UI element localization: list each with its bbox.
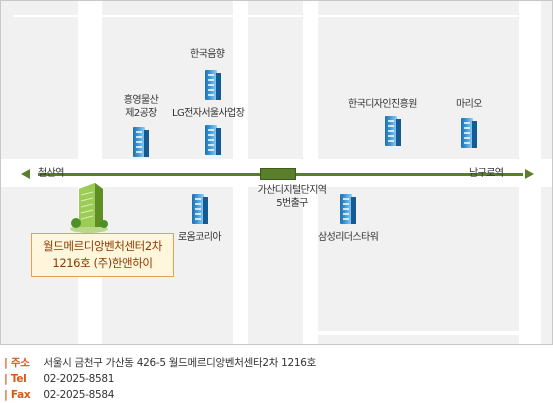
target-line1: 월드메르디앙벤처센터2차	[43, 239, 162, 253]
label-lg: LG전자서울사업장	[172, 108, 245, 119]
road-bottom-right	[318, 331, 528, 335]
station-center-label: 가산디지털단지역 5번출구	[251, 184, 333, 210]
target-building-icon	[69, 181, 109, 233]
fax-label: | Fax	[4, 389, 31, 401]
station-marker	[260, 168, 296, 180]
address-row: | 주소 서울시 금천구 가산동 426-5 월드메르디앙벤처센타2차 1216…	[4, 355, 316, 371]
target-location-box: 월드메르디앙벤처센터2차 1216호 (주)한앤하이	[31, 233, 174, 277]
building-icon	[385, 116, 401, 146]
tel-row: | Tel 02-2025-8581	[4, 371, 316, 387]
station-left-label: 철산역	[38, 168, 64, 179]
station-center-line1: 가산디지털단지역	[257, 185, 327, 196]
contact-info: | 주소 서울시 금천구 가산동 426-5 월드메르디앙벤처센타2차 1216…	[4, 355, 316, 403]
label-hongyoung-line1: 흥영물산	[123, 95, 159, 106]
label-hongyoung: 흥영물산 제2공장	[117, 94, 165, 120]
road-vertical-2	[233, 1, 248, 344]
building-icon	[192, 194, 208, 224]
location-map: 철산역 남구로역 가산디지털단지역 5번출구 흥영물산 제2공장 한국음향 LG…	[0, 0, 553, 345]
road-top	[13, 15, 541, 17]
tel-value: 02-2025-8581	[43, 373, 115, 385]
address-label: | 주소	[4, 357, 30, 369]
label-hankook-eumhyang: 한국음향	[190, 49, 225, 60]
building-icon	[461, 118, 477, 148]
address-value: 서울시 금천구 가산동 426-5 월드메르디앙벤처센타2차 1216호	[43, 357, 317, 369]
station-right-label: 남구로역	[469, 168, 504, 179]
label-samsung: 삼성리더스타워	[318, 232, 379, 243]
station-center-line2: 5번출구	[276, 198, 308, 209]
road-vertical-3	[303, 1, 318, 344]
road-vertical-1	[78, 1, 102, 344]
fax-row: | Fax 02-2025-8584	[4, 387, 316, 403]
label-hankook-design: 한국디자인진흥원	[348, 99, 417, 110]
building-icon	[205, 70, 221, 100]
tel-label: | Tel	[4, 373, 27, 385]
label-hongyoung-line2: 제2공장	[125, 108, 157, 119]
label-roem: 로옴코리아	[178, 232, 222, 243]
label-mario: 마리오	[456, 99, 482, 110]
fax-value: 02-2025-8584	[43, 389, 115, 401]
arrow-left-icon	[21, 169, 30, 179]
target-line2: 1216호 (주)한앤하이	[52, 256, 153, 270]
building-icon	[205, 125, 221, 155]
arrow-right-icon	[525, 169, 534, 179]
building-icon	[340, 194, 356, 224]
building-icon	[133, 127, 149, 157]
